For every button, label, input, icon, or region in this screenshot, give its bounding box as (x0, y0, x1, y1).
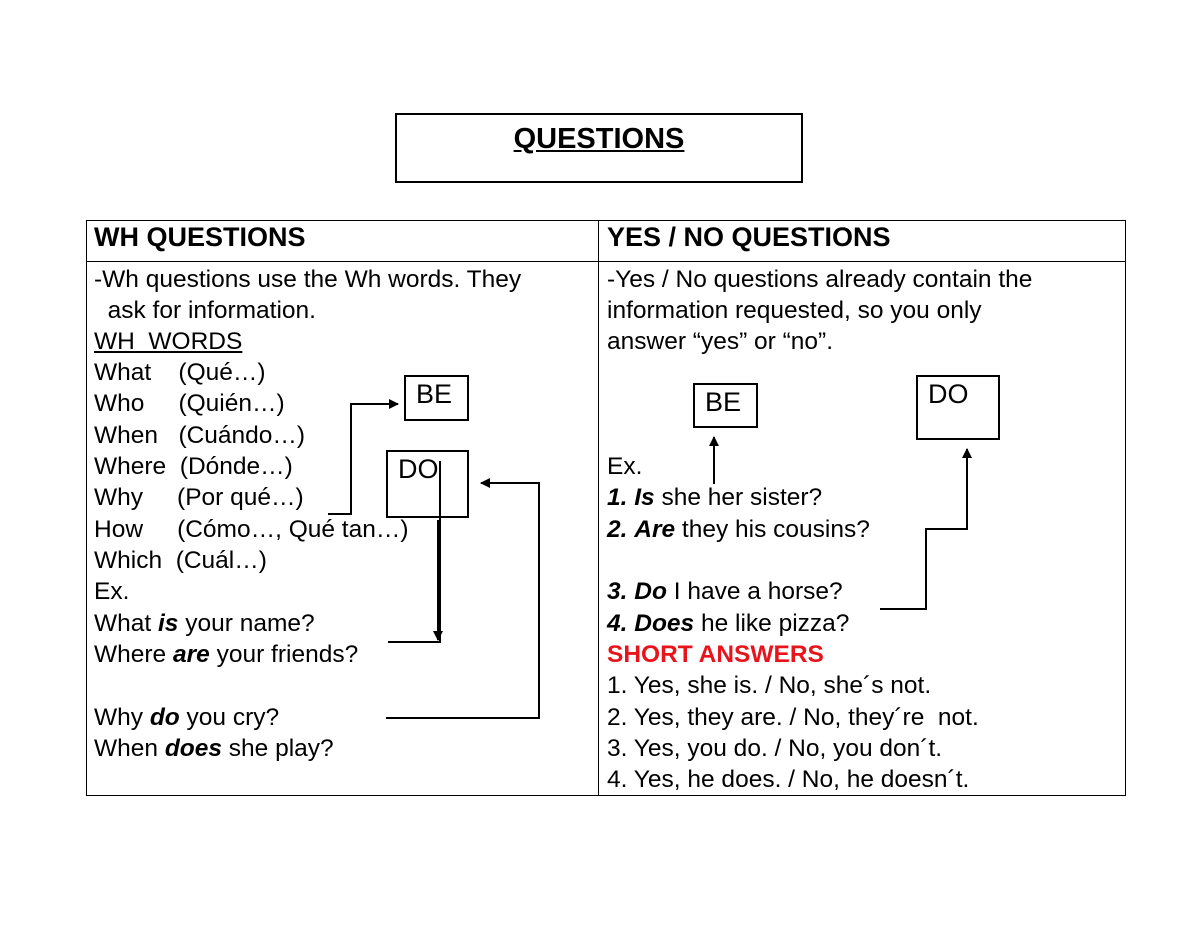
wh-word: Where (94, 453, 167, 480)
why-to-be-arrow (328, 399, 399, 515)
wh-word-row: Who (Quién…) (94, 388, 285, 419)
short-answer: 1. Yes, she is. / No, she´s not. (607, 672, 932, 699)
wh-word-meaning: (Qué…) (178, 359, 266, 386)
wh-example: Where are your friends? (94, 641, 359, 668)
title-box: QUESTIONS (395, 113, 803, 183)
wh-word-row: When (Cuándo…) (94, 420, 305, 451)
page-title: QUESTIONS (513, 123, 685, 155)
wh-word-row: Where (Dónde…) (94, 451, 293, 482)
do-does-to-do-arrow (386, 478, 540, 719)
short-answer: 3. Yes, you do. / No, you don´t. (607, 735, 943, 762)
yn-example: 4. Does he like pizza? (607, 610, 850, 637)
wh-word: Why (94, 484, 143, 511)
wh-word-row: How (Cómo…, Qué tan…) (94, 514, 409, 545)
short-answers-title: SHORT ANSWERS (607, 641, 824, 668)
yn-do-arrow (880, 448, 972, 610)
yn-intro-line-3: answer “yes” or “no”. (607, 328, 834, 355)
wh-example: When does she play? (94, 735, 334, 762)
yn-example-verb: Does (634, 610, 695, 637)
wh-words-title: WH WORDS (94, 328, 243, 355)
wh-example: Why do you cry? (94, 704, 280, 731)
what-where-to-be-arrow (388, 461, 441, 643)
wh-word-row: Which (Cuál…) (94, 545, 267, 576)
wh-example-verb: is (158, 610, 179, 637)
is-are-arrow (390, 520, 438, 642)
yn-example-verb: Do (634, 578, 667, 605)
yn-example: 1. Is she her sister? (607, 484, 823, 511)
yn-do-box: DO (916, 375, 1000, 440)
wh-word-row: What (Qué…) (94, 357, 266, 388)
wh-questions-header: WH QUESTIONS (94, 222, 306, 252)
wh-word: How (94, 516, 144, 543)
yn-ex-label: Ex. (607, 453, 643, 480)
wh-word-meaning: (Quién…) (178, 390, 285, 417)
yes-no-questions-header: YES / NO QUESTIONS (607, 222, 891, 252)
wh-intro-line-2: ask for information. (94, 297, 316, 324)
wh-do-box: DO (386, 450, 469, 518)
wh-word-meaning: (Cómo…, Qué tan…) (177, 516, 409, 543)
wh-example-verb: do (149, 704, 180, 731)
wh-word: Who (94, 390, 145, 417)
wh-example-verb: are (172, 641, 210, 668)
wh-example: What is your name? (94, 610, 315, 637)
wh-example-verb: does (164, 735, 222, 762)
wh-word-meaning: (Dónde…) (179, 453, 293, 480)
yn-be-box: BE (693, 383, 758, 428)
wh-word: When (94, 422, 159, 449)
wh-intro-line-1: -Wh questions use the Wh words. They (94, 266, 522, 293)
wh-word-meaning: (Por qué…) (177, 484, 304, 511)
questions-table (86, 220, 1126, 796)
wh-word: Which (94, 547, 163, 574)
short-answer: 2. Yes, they are. / No, they´re not. (607, 704, 979, 731)
wh-be-box: BE (404, 375, 469, 421)
yn-example: 2. Are they his cousins? (607, 516, 870, 543)
wh-ex-label: Ex. (94, 578, 130, 605)
yn-intro-line-1: -Yes / No questions already contain the (607, 266, 1033, 293)
yn-example-verb: Are (634, 516, 676, 543)
wh-word-meaning: (Cuándo…) (178, 422, 306, 449)
wh-word: What (94, 359, 152, 386)
wh-word-meaning: (Cuál…) (175, 547, 267, 574)
yn-example-verb: Is (634, 484, 655, 511)
short-answer: 4. Yes, he does. / No, he doesn´t. (607, 766, 970, 793)
yn-example: 3. Do I have a horse? (607, 578, 843, 605)
header-divider (86, 261, 1126, 262)
column-divider (598, 220, 599, 796)
yn-intro-line-2: information requested, so you only (607, 297, 982, 324)
wh-word-row: Why (Por qué…) (94, 482, 304, 513)
